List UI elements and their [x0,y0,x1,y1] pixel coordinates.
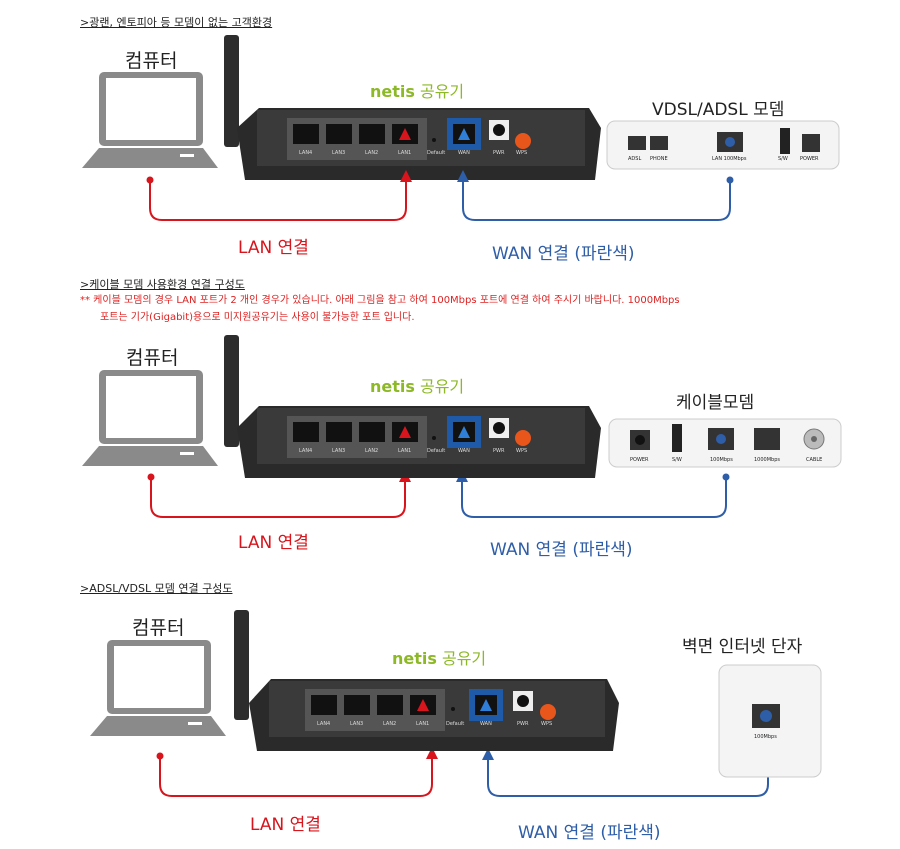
router-label-text: 공유기 [414,377,465,396]
port-label-default: Default [427,448,445,454]
modem-port-lan: LAN 100Mbps [712,156,747,162]
port-label-wps: WPS [516,448,527,454]
port-label-wps: WPS [516,150,527,156]
cable-note-line-1: ** 케이블 모뎀의 경우 LAN 포트가 2 개인 경우가 있습니다. 아래 … [80,295,680,306]
computer-label: 컴퓨터 [125,50,178,72]
port-label-default: Default [446,721,464,727]
modem-port-power: POWER [800,156,819,162]
modem-port-phone: PHONE [650,156,668,162]
netis-brand: netis [392,649,437,668]
port-label-lan4: LAN4 [299,448,312,454]
netis-router: LAN4 LAN3 LAN2 LAN1 Default WAN PWR WPS [224,35,601,180]
modem-port-100mbps: 100Mbps [710,457,733,463]
router-label: netis 공유기 [370,373,464,397]
port-label-pwr: PWR [493,150,505,156]
port-label-lan4: LAN4 [299,150,312,156]
port-label-default: Default [427,150,445,156]
netis-brand: netis [370,377,415,396]
router-label: netis 공유기 [392,645,486,669]
port-label-wps: WPS [541,721,552,727]
router-label-text: 공유기 [414,82,465,101]
modem-port-cable: CABLE [806,457,822,463]
modem-port-adsl: ADSL [628,156,641,162]
port-label-wan: WAN [480,721,492,727]
router-label: netis 공유기 [370,78,464,102]
router-ports [293,118,531,150]
cable-note-line-2: 포트는 기가(Gigabit)용으로 미지원공유기는 사용이 불가능한 포트 입… [100,312,415,323]
port-label-lan1: LAN1 [416,721,429,727]
port-label-wan: WAN [458,448,470,454]
wan-connection-label: WAN 연결 (파란색) [492,244,635,264]
wan-connection-label: WAN 연결 (파란색) [490,540,633,560]
vdsl-modem-label: VDSL/ADSL 모뎀 [652,100,785,120]
port-label-lan3: LAN3 [332,150,345,156]
wall-jack: 100Mbps [718,664,822,778]
laptop-icon [90,640,226,736]
port-label-lan2: LAN2 [383,721,396,727]
laptop-icon [82,370,218,466]
netis-router: LAN4 LAN3 LAN2 LAN1 Default WAN PWR WPS [224,335,601,478]
modem-port-power: POWER [630,457,649,463]
netis-brand: netis [370,82,415,101]
lan-connection-label: LAN 연결 [250,815,321,835]
vdsl-modem: ADSL PHONE LAN 100Mbps S/W POWER [606,120,840,170]
lan-connection-label: LAN 연결 [238,533,309,553]
port-label-pwr: PWR [493,448,505,454]
computer-label: 컴퓨터 [132,617,185,639]
cable-modem-label: 케이블모뎀 [676,393,755,413]
modem-port-sw: S/W [672,457,682,463]
port-label-lan3: LAN3 [350,721,363,727]
section-2-title: >케이블 모뎀 사용환경 연결 구성도 [80,278,245,291]
port-label-lan3: LAN3 [332,448,345,454]
section-3-title: >ADSL/VDSL 모뎀 연결 구성도 [80,582,233,595]
laptop-icon [82,72,218,168]
netis-router: LAN4 LAN3 LAN2 LAN1 Default WAN PWR WPS [234,610,619,751]
modem-port-1000mbps: 1000Mbps [754,457,780,463]
wan-connection-label: WAN 연결 (파란색) [518,823,661,843]
section-1-title: >광랜, 엔토피아 등 모뎀이 없는 고객환경 [80,16,273,29]
port-label-lan1: LAN1 [398,448,411,454]
modem-port-sw: S/W [778,156,788,162]
wall-jack-label: 벽면 인터넷 단자 [682,637,803,657]
port-label-pwr: PWR [517,721,529,727]
port-label-lan2: LAN2 [365,448,378,454]
port-label-lan2: LAN2 [365,150,378,156]
wall-jack-port-100mbps: 100Mbps [754,734,777,740]
port-label-wan: WAN [458,150,470,156]
router-label-text: 공유기 [436,649,487,668]
lan-connection-label: LAN 연결 [238,238,309,258]
cable-modem: POWER S/W 100Mbps 1000Mbps CABLE [608,418,842,468]
port-label-lan1: LAN1 [398,150,411,156]
port-label-lan4: LAN4 [317,721,330,727]
computer-label: 컴퓨터 [126,347,179,369]
